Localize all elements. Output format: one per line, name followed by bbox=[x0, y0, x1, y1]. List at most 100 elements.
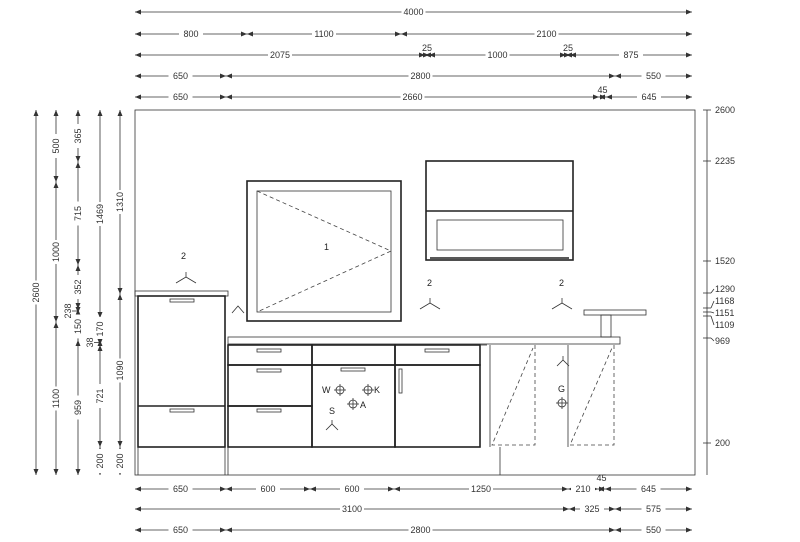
arrowhead bbox=[135, 486, 141, 492]
arrowhead bbox=[97, 312, 103, 318]
dimension-label: 959 bbox=[73, 400, 83, 415]
dimension-label: 2600 bbox=[31, 282, 41, 302]
arrowhead bbox=[593, 94, 599, 100]
arrowhead bbox=[135, 94, 141, 100]
arrowhead bbox=[97, 110, 103, 116]
dimension-label: 210 bbox=[575, 484, 590, 494]
arrowhead bbox=[247, 31, 253, 37]
leader-line bbox=[710, 300, 715, 309]
arrowhead bbox=[117, 294, 123, 300]
dimension-label: 2800 bbox=[410, 525, 430, 535]
dimension-label: 645 bbox=[641, 484, 656, 494]
dimension-label: 170 bbox=[95, 321, 105, 336]
arrowhead bbox=[53, 469, 59, 475]
dimension-label: 1100 bbox=[314, 29, 333, 39]
dimension-label: 650 bbox=[173, 71, 188, 81]
dimension-label: 550 bbox=[646, 525, 661, 535]
arrowhead bbox=[401, 31, 407, 37]
arrowhead bbox=[241, 31, 247, 37]
arrowhead bbox=[600, 94, 606, 100]
arrowhead bbox=[686, 73, 692, 79]
arrowhead bbox=[226, 73, 232, 79]
arrowhead bbox=[117, 288, 123, 294]
arrowhead bbox=[609, 73, 615, 79]
arrowhead bbox=[429, 52, 435, 58]
arrowhead bbox=[75, 156, 81, 162]
open-sections bbox=[489, 345, 615, 447]
level-label: 1109 bbox=[715, 320, 734, 330]
tap-count: 2 bbox=[181, 251, 186, 261]
dimension-label: 2800 bbox=[410, 71, 430, 81]
dimension-label: 25 bbox=[563, 43, 573, 53]
shelf-support bbox=[600, 314, 612, 338]
level-label: 200 bbox=[715, 438, 730, 448]
arrowhead bbox=[117, 441, 123, 447]
arrowhead bbox=[75, 340, 81, 346]
arrowhead bbox=[135, 52, 141, 58]
dimension-label: 645 bbox=[641, 92, 656, 102]
window-number: 1 bbox=[324, 242, 329, 252]
dimension-label: 1310 bbox=[115, 192, 125, 212]
arrowhead bbox=[615, 527, 621, 533]
dimension-label: 650 bbox=[173, 525, 188, 535]
arrowhead bbox=[605, 486, 611, 492]
arrowhead bbox=[606, 94, 612, 100]
arrowhead bbox=[135, 9, 141, 15]
level-label: 2235 bbox=[715, 156, 735, 166]
arrowhead bbox=[615, 506, 621, 512]
dimension-label: 238 bbox=[63, 303, 73, 318]
dimension-label: 1000 bbox=[487, 50, 507, 60]
dimension-label: 2100 bbox=[536, 29, 556, 39]
arrowhead bbox=[563, 506, 569, 512]
level-label: 1520 bbox=[715, 256, 735, 266]
arrowhead bbox=[564, 52, 570, 58]
arrowhead bbox=[75, 469, 81, 475]
label-k: K bbox=[374, 385, 380, 395]
dimension-label: 1250 bbox=[471, 484, 491, 494]
window: 1 bbox=[246, 180, 402, 322]
arrowhead bbox=[220, 486, 226, 492]
arrowhead bbox=[562, 486, 568, 492]
label-w: W bbox=[322, 385, 331, 395]
arrowhead bbox=[97, 345, 103, 351]
dimension-label: 325 bbox=[584, 504, 599, 514]
arrowhead bbox=[97, 441, 103, 447]
arrowhead bbox=[394, 486, 400, 492]
dimension-label: 650 bbox=[173, 484, 188, 494]
arrowhead bbox=[75, 110, 81, 116]
label-g: G bbox=[558, 384, 565, 394]
arrowhead bbox=[220, 73, 226, 79]
arrowhead bbox=[226, 94, 232, 100]
wall-outline bbox=[134, 109, 696, 476]
level-label: 1168 bbox=[715, 296, 734, 306]
arrowhead bbox=[75, 265, 81, 271]
arrowhead bbox=[53, 182, 59, 188]
arrowhead bbox=[560, 52, 566, 58]
wall-cabinet bbox=[425, 160, 574, 261]
tall-fridge-unit bbox=[134, 290, 229, 475]
arrowhead bbox=[609, 506, 615, 512]
arrowhead bbox=[310, 486, 316, 492]
arrowhead bbox=[53, 322, 59, 328]
arrowhead bbox=[686, 527, 692, 533]
base-cabinets bbox=[227, 344, 501, 475]
arrowhead bbox=[599, 486, 605, 492]
arrowhead bbox=[75, 303, 81, 309]
leader-line bbox=[710, 311, 715, 314]
level-label: 1290 bbox=[715, 284, 735, 294]
dimension-label: 150 bbox=[73, 319, 83, 334]
leader-line bbox=[710, 315, 715, 326]
label-a: A bbox=[360, 400, 366, 410]
arrowhead bbox=[53, 316, 59, 322]
arrowhead bbox=[423, 52, 429, 58]
dimension-label: 3100 bbox=[342, 504, 362, 514]
arrowhead bbox=[75, 259, 81, 265]
connection-symbols: W K A S G bbox=[322, 356, 570, 431]
dimension-label: 25 bbox=[422, 43, 432, 53]
arrowhead bbox=[33, 110, 39, 116]
arrowhead bbox=[220, 527, 226, 533]
arrowhead bbox=[135, 31, 141, 37]
dimension-label: 650 bbox=[173, 92, 188, 102]
dimension-label: 2075 bbox=[270, 50, 290, 60]
arrowhead bbox=[395, 31, 401, 37]
